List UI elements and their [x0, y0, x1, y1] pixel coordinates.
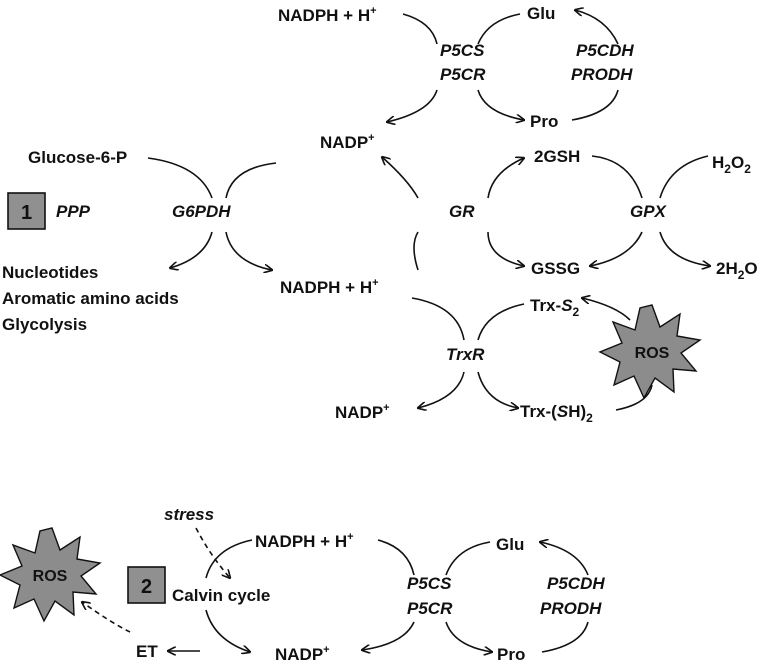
- panel-1: NADPH + H+ Glu P5CS P5CR P5CDH PRODH Pro…: [2, 4, 758, 425]
- gpx-enzyme-label: GPX: [630, 202, 668, 221]
- ros-label: ROS: [635, 345, 670, 362]
- glycolysis-label: Glycolysis: [2, 315, 87, 334]
- glu-to-p5cs-arc-panel2: [445, 541, 491, 576]
- nadp-to-g6pdh-arc: [225, 162, 277, 199]
- calvin-to-nadp-arrow: [205, 609, 250, 652]
- p5cr-to-pro-arrow: [477, 89, 524, 120]
- 2gsh-to-gpx-arc: [591, 155, 643, 199]
- ros-label-panel2: ROS: [33, 568, 68, 585]
- pro-to-prodh-arc: [571, 89, 619, 121]
- gr-enzyme-label: GR: [449, 202, 475, 221]
- trxr-to-nadp-arrow: [418, 371, 465, 408]
- g6pdh-to-nucleotides-arrow: [170, 231, 213, 268]
- p5cdh-enzyme-label: P5CDH: [576, 41, 634, 60]
- aromatic-amino-acids-label: Aromatic amino acids: [2, 289, 179, 308]
- gr-to-2gsh-arrow: [487, 158, 524, 199]
- gpx-to-gssg-arrow: [590, 231, 643, 266]
- glucose-6-p-label: Glucose-6-P: [28, 148, 127, 167]
- nucleotides-label: Nucleotides: [2, 263, 98, 282]
- p5cdh-to-glu-arrow-panel2: [540, 542, 589, 576]
- gssg-label: GSSG: [531, 259, 580, 278]
- glutathione-cycle: 2GSH GR GSSG GPX H2O2 2H2O: [382, 147, 758, 282]
- trx-s2-label: Trx-S2: [530, 296, 580, 319]
- ppp-cycle: Glucose-6-P 1 PPP G6PDH Nucleotides Arom…: [2, 148, 379, 334]
- p5cs-enzyme-label-panel2: P5CS: [407, 574, 452, 593]
- step-2-box: [127, 566, 166, 604]
- thioredoxin-cycle: Trx-S2 TrxR NADP+ Trx-(SH)2 ROS: [335, 296, 702, 425]
- glucose-to-g6pdh-arc: [147, 157, 213, 199]
- nadph-to-calvin-arc: [205, 539, 253, 579]
- ros-burst-icon-panel2: [0, 527, 102, 623]
- g6pdh-enzyme-label: G6PDH: [172, 202, 231, 221]
- ros-to-trxs2-arrow: [582, 298, 631, 321]
- p5cs-enzyme-label: P5CS: [440, 41, 485, 60]
- gpx-to-2h2o-arrow: [659, 231, 710, 266]
- panel-2: stress NADPH + H+ 2 Calvin cycle ROS ET …: [0, 505, 605, 664]
- h2o2-label: H2O2: [712, 153, 751, 176]
- g6pdh-to-nadph-arrow: [225, 231, 272, 270]
- nadph-to-p5cs-arc-panel2: [377, 539, 415, 576]
- ros-burst-icon: [598, 304, 702, 400]
- trxs2-to-trxr-arc: [477, 303, 525, 341]
- nadph-panel2-label: NADPH + H+: [255, 531, 354, 551]
- pro-panel2-label: Pro: [497, 645, 525, 664]
- nadp-label: NADP+: [320, 132, 375, 152]
- pro-to-prodh-arc-panel2: [541, 621, 589, 653]
- nadph-label: NADPH + H+: [278, 5, 377, 25]
- et-to-ros-arrow: [82, 602, 131, 633]
- glu-panel2-label: Glu: [496, 535, 524, 554]
- nadph-to-trxr-arc: [411, 297, 465, 341]
- nadph-to-p5cs-arc: [402, 13, 438, 45]
- step-2-number: 2: [141, 576, 152, 598]
- gr-to-nadp-arrow: [382, 157, 419, 271]
- calvin-cycle-label: Calvin cycle: [172, 586, 270, 605]
- prodh-enzyme-label: PRODH: [571, 65, 633, 84]
- glu-label: Glu: [527, 4, 555, 23]
- prodh-enzyme-label-panel2: PRODH: [540, 599, 602, 618]
- p5cdh-enzyme-label-panel2: P5CDH: [547, 574, 605, 593]
- trxr-enzyme-label: TrxR: [446, 345, 485, 364]
- nadp-panel2-label: NADP+: [275, 644, 330, 664]
- nadph-mid-label: NADPH + H+: [280, 277, 379, 297]
- p5cr-to-nadp-arrow: [387, 89, 438, 122]
- stress-to-calvin-arrow: [195, 527, 230, 578]
- ppp-label: PPP: [56, 202, 91, 221]
- proline-cycle-top: NADPH + H+ Glu P5CS P5CR P5CDH PRODH Pro…: [278, 4, 634, 152]
- nadp-bottom-label: NADP+: [335, 402, 390, 422]
- 2gsh-label: 2GSH: [534, 147, 580, 166]
- stress-label: stress: [164, 505, 214, 524]
- p5cr-enzyme-label-panel2: P5CR: [407, 599, 453, 618]
- gr-to-gssg-arrow: [487, 231, 524, 266]
- p5cr-enzyme-label: P5CR: [440, 65, 486, 84]
- pro-label: Pro: [530, 112, 558, 131]
- trx-sh2-label: Trx-(SH)2: [520, 402, 593, 425]
- step-1-box: [7, 192, 46, 230]
- 2h2o-label: 2H2O: [716, 259, 758, 282]
- glu-to-p5cs-arc: [477, 13, 521, 45]
- p5cdh-to-glu-arrow: [575, 10, 619, 45]
- p5cr-to-nadp-arrow-panel2: [362, 621, 415, 650]
- trxr-to-trxsh2-arrow: [477, 371, 518, 408]
- et-label: ET: [136, 642, 158, 661]
- trxsh2-to-ros-arc: [615, 384, 653, 411]
- h2o2-to-gpx-arc: [659, 155, 709, 199]
- p5cr-to-pro-arrow-panel2: [445, 621, 492, 652]
- step-1-number: 1: [21, 202, 32, 224]
